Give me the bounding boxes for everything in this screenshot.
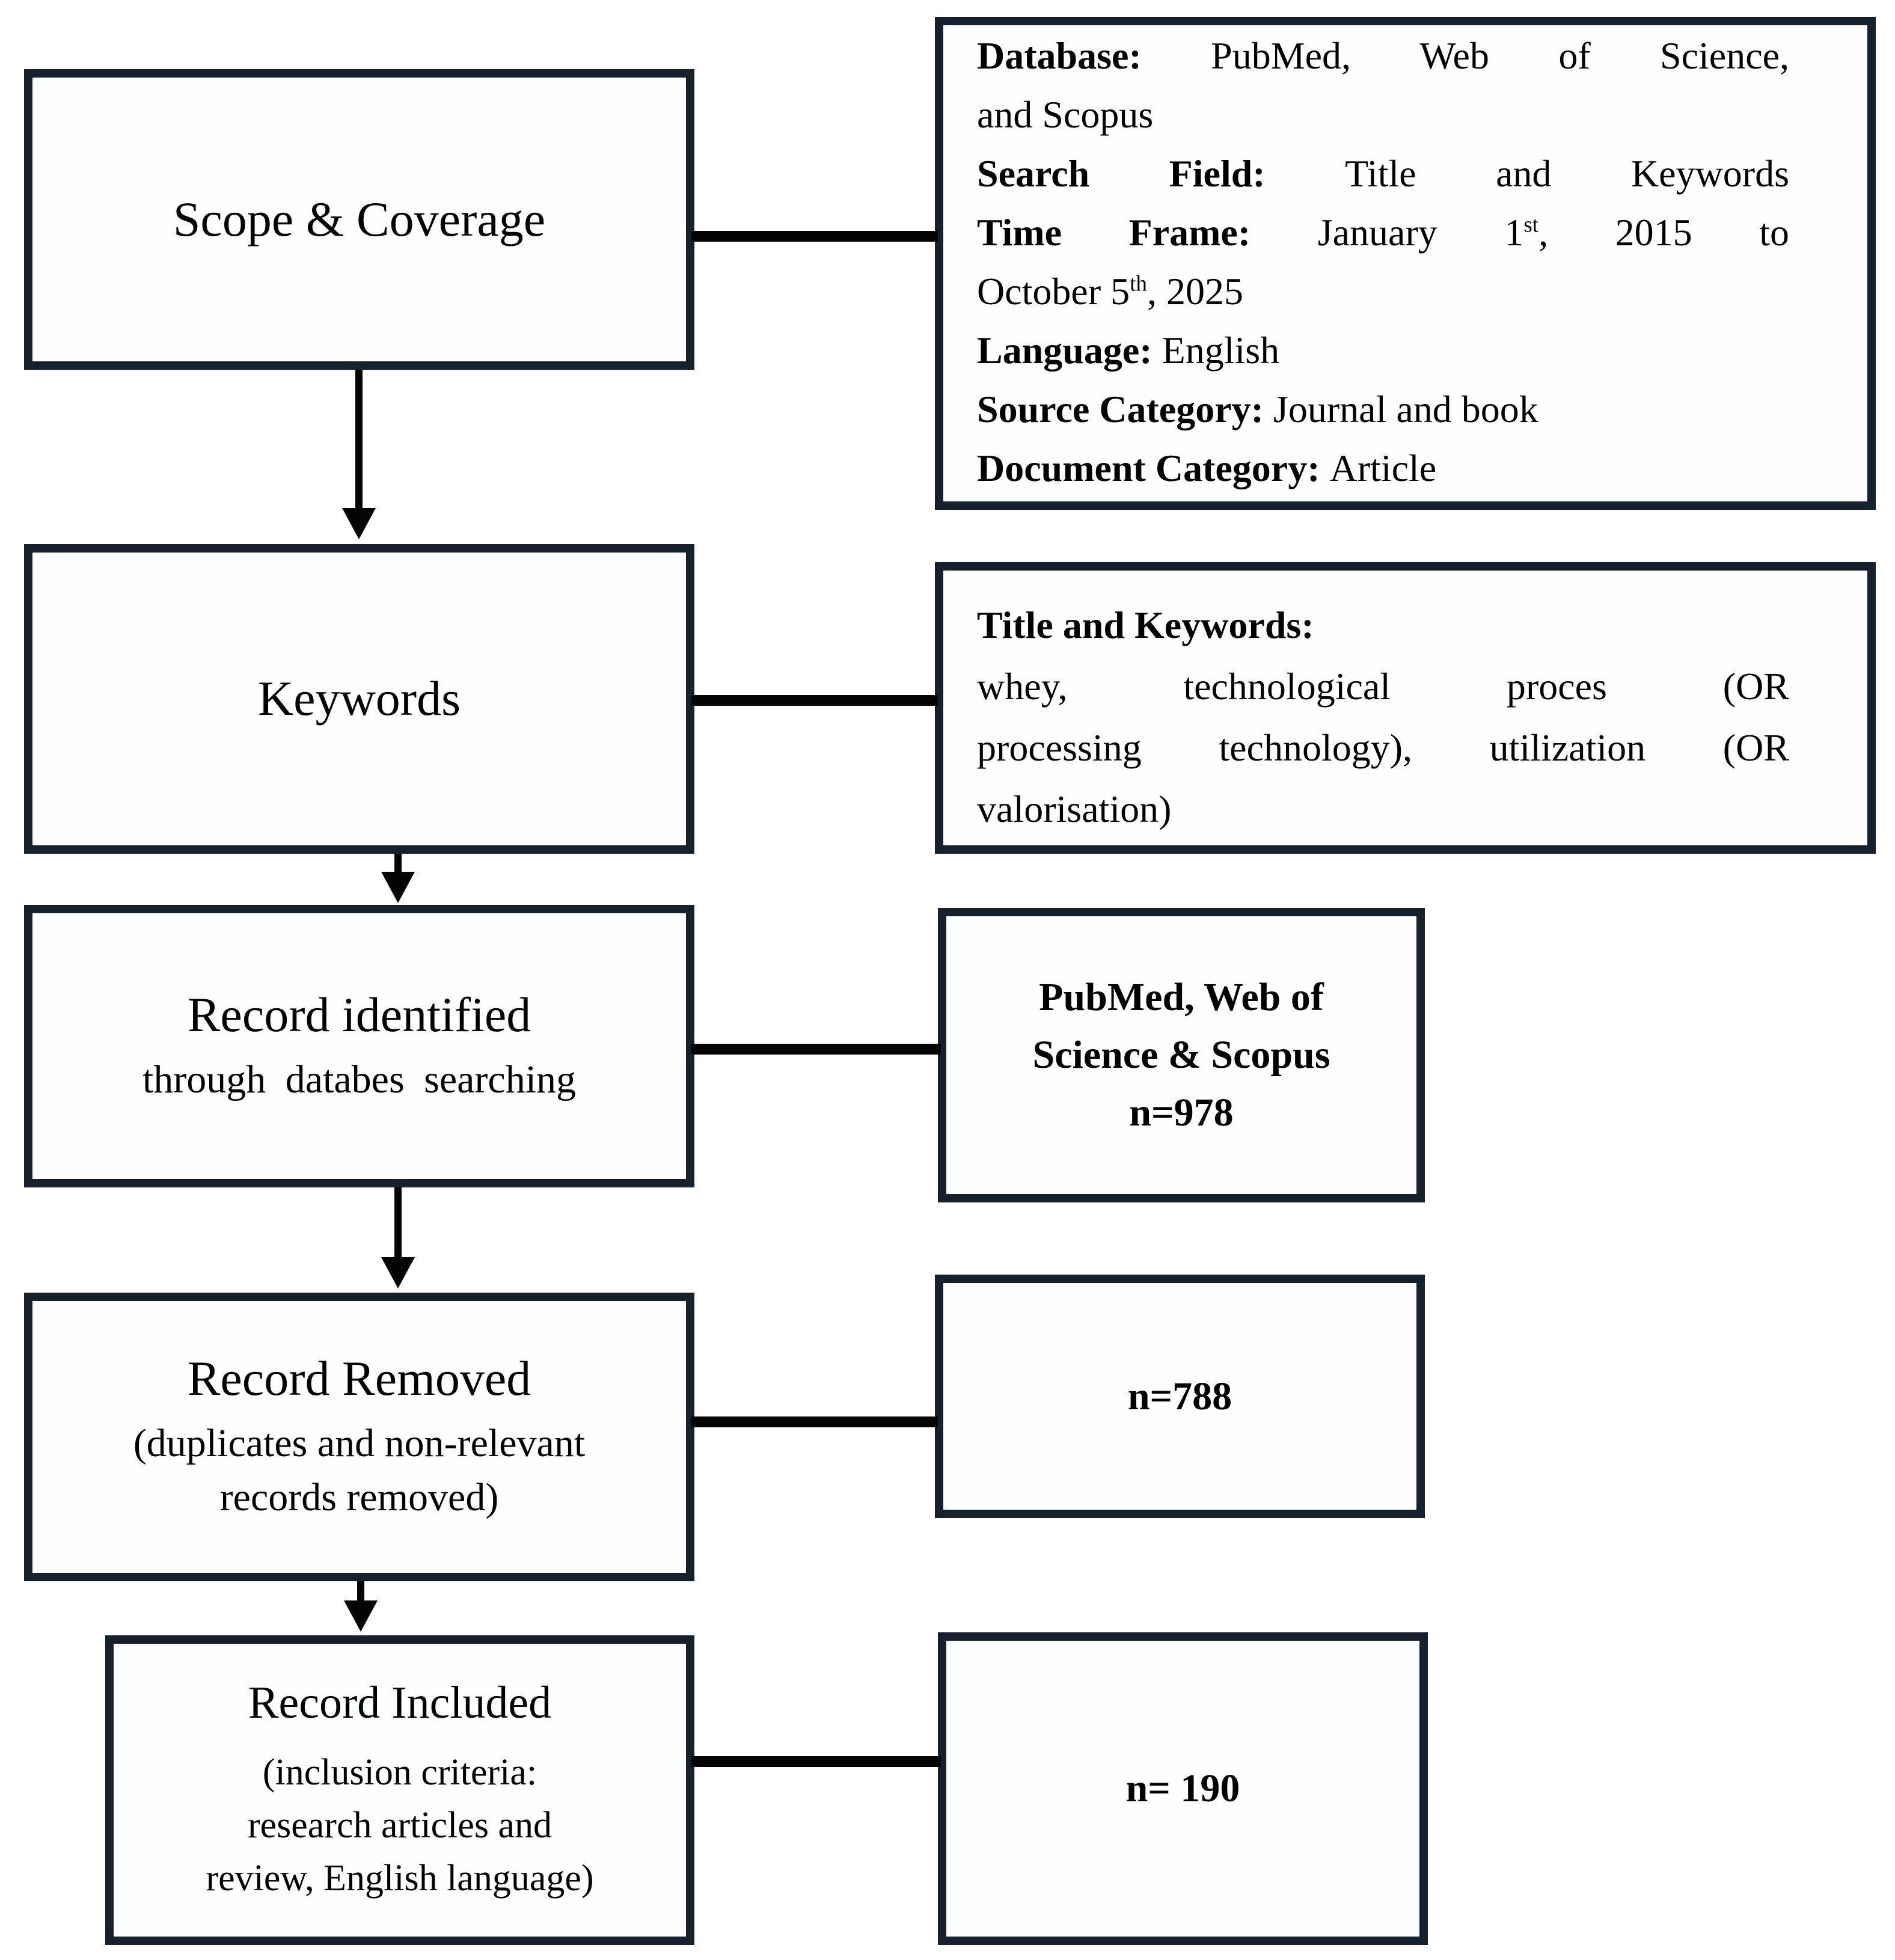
- arrow-down-icon: [381, 872, 415, 903]
- flow-box-record-identified-title: Record identified: [187, 987, 531, 1042]
- flow-box-record-identified-subtitle: through databes searching: [142, 1058, 577, 1102]
- flow-box-record-included-subtitle: (inclusion criteria: research articles a…: [206, 1752, 594, 1899]
- connector-keywords: [691, 695, 938, 706]
- connector-record-removed: [691, 1416, 938, 1427]
- detail-box-keywords: Title and Keywords: whey, technological p…: [935, 562, 1876, 854]
- detail-text-line: Source Category: Journal and book: [977, 388, 1538, 430]
- connector-record-included: [691, 1756, 941, 1767]
- detail-text-line: whey, technological proces (OR: [977, 665, 1789, 708]
- flow-box-record-removed: Record Removed (duplicates and non-relev…: [24, 1293, 694, 1581]
- detail-text-line: Language: English: [977, 329, 1280, 372]
- flow-box-scope-coverage: Scope & Coverage: [24, 69, 694, 370]
- detail-text-line: valorisation): [977, 788, 1172, 830]
- flow-box-record-included-title: Record Included: [248, 1677, 552, 1728]
- arrow-line-identified-to-removed: [394, 1187, 402, 1258]
- result-box-records-included: n= 190: [938, 1632, 1428, 1945]
- result-box-records-identified: PubMed, Web of Science & Scopus n=978: [938, 908, 1425, 1202]
- detail-text-line: Document Category: Article: [977, 447, 1437, 489]
- detail-box-scope-coverage: Database: PubMed, Web of Science, and Sco…: [935, 17, 1876, 510]
- arrow-down-icon: [344, 1600, 378, 1632]
- records-removed-count: n=788: [1127, 1374, 1232, 1418]
- flow-box-record-identified: Record identified through databes search…: [24, 905, 694, 1187]
- connector-scope-coverage: [691, 231, 938, 242]
- flow-box-scope-coverage-title: Scope & Coverage: [173, 191, 546, 247]
- records-included-count: n= 190: [1125, 1766, 1240, 1811]
- records-identified-count: PubMed, Web of Science & Scopus n=978: [1032, 975, 1330, 1135]
- detail-text-line: and Scopus: [977, 93, 1154, 136]
- detail-text-line: Search Field: Title and Keywords: [977, 152, 1789, 195]
- arrow-line-keywords-to-identified: [394, 854, 402, 873]
- arrow-line-scope-to-keywords: [355, 370, 363, 511]
- flow-box-keywords: Keywords: [24, 544, 694, 854]
- detail-text-line: Time Frame: January 1st, 2015 to: [977, 211, 1790, 254]
- result-box-records-removed: n=788: [935, 1275, 1425, 1518]
- flow-box-record-removed-title: Record Removed: [187, 1351, 531, 1406]
- flow-box-record-removed-subtitle: (duplicates and non-relevant records rem…: [133, 1421, 586, 1520]
- connector-record-identified: [691, 1044, 941, 1055]
- flow-box-keywords-title: Keywords: [257, 671, 461, 726]
- arrow-down-icon: [381, 1257, 415, 1288]
- detail-text-line: Database: PubMed, Web of Science,: [977, 34, 1789, 77]
- arrow-line-removed-to-included: [357, 1581, 364, 1602]
- detail-text-line: processing technology), utilization (OR: [977, 726, 1789, 769]
- detail-text-line: October 5th, 2025: [977, 270, 1243, 313]
- flow-box-record-included: Record Included (inclusion criteria: res…: [105, 1635, 694, 1945]
- arrow-down-icon: [342, 508, 376, 539]
- detail-text-line: Title and Keywords:: [977, 604, 1314, 646]
